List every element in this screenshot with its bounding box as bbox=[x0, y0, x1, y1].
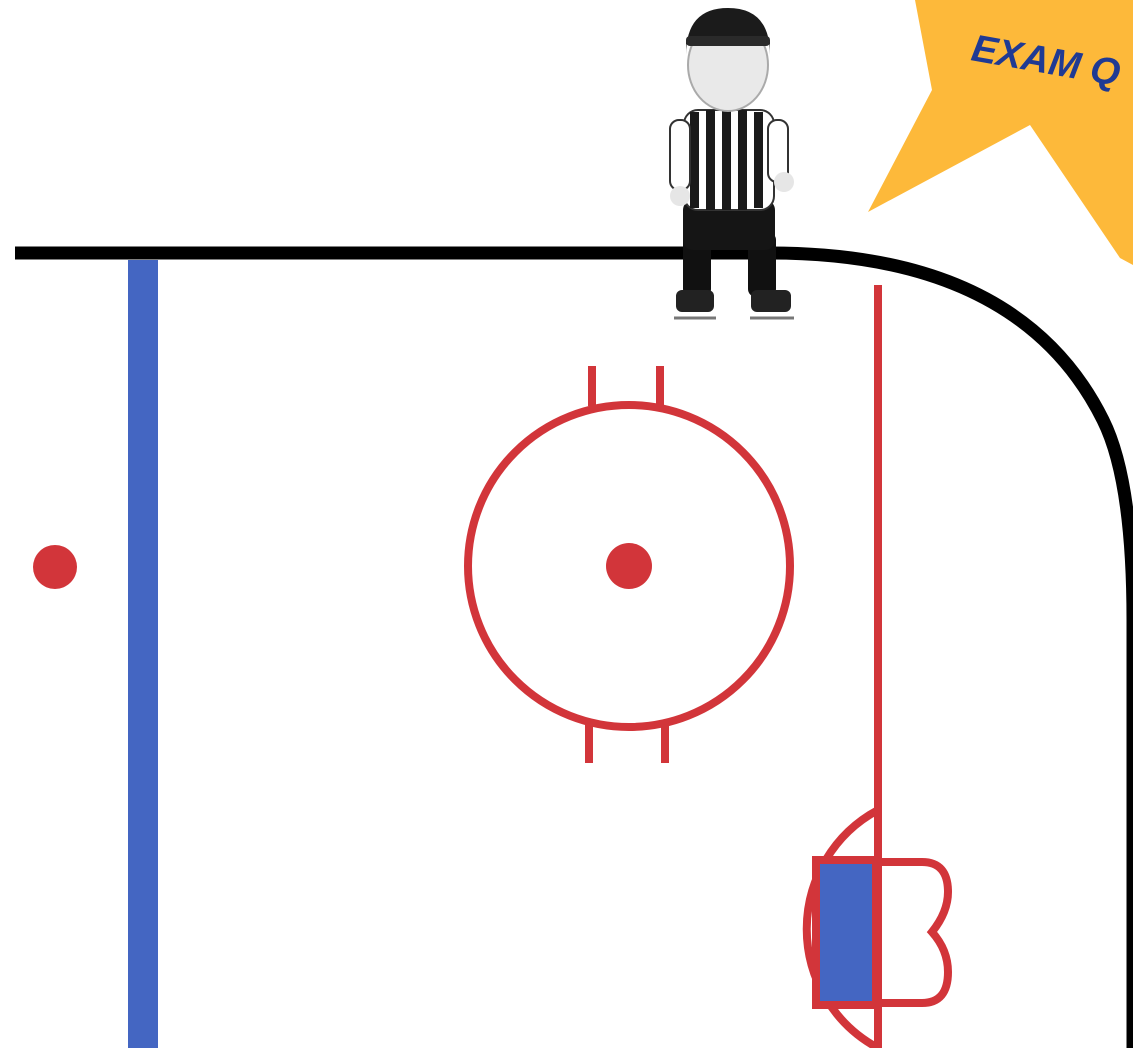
referee-left-hand bbox=[670, 186, 690, 206]
referee-left-arm bbox=[670, 120, 690, 190]
referee-right-skate bbox=[751, 290, 791, 312]
referee-left-skate bbox=[676, 290, 714, 312]
referee-right-hand bbox=[774, 172, 794, 192]
neutral-zone-faceoff-dot bbox=[33, 545, 77, 589]
helmet-brim bbox=[686, 36, 770, 46]
faceoff-center-dot bbox=[606, 543, 652, 589]
goal-net bbox=[816, 860, 876, 1005]
blue-line bbox=[128, 260, 158, 1048]
